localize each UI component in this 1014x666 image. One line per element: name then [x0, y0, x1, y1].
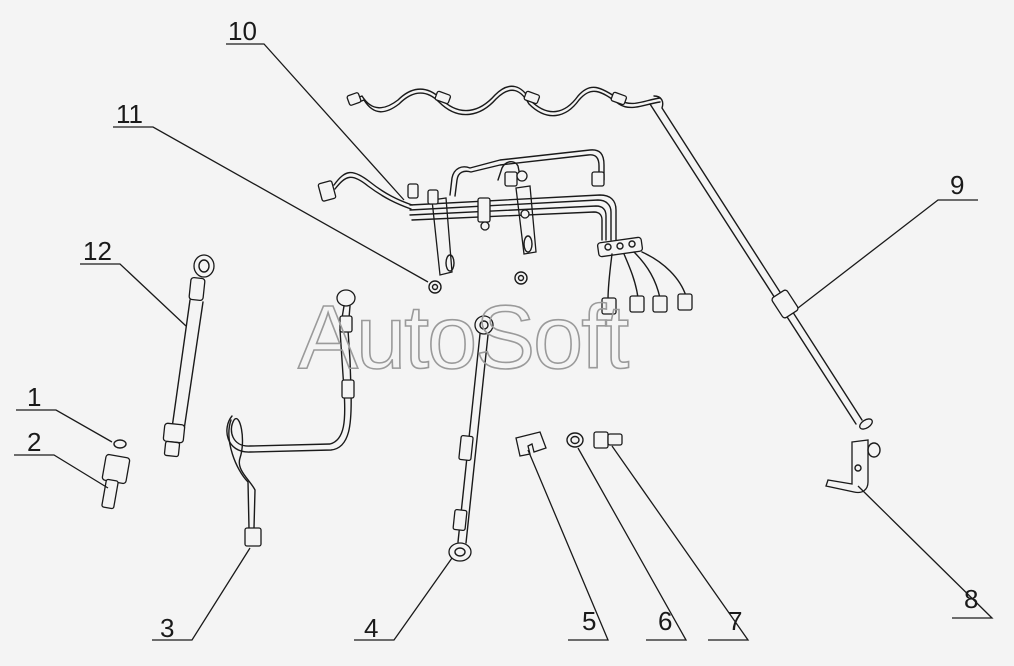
part-11-washer: [428, 280, 442, 294]
callout-6: 6: [658, 606, 672, 636]
part-8-bracket: [825, 439, 881, 494]
callout-2: 2: [27, 427, 41, 457]
part-10-injection-lines: [317, 149, 693, 315]
callout-8: 8: [964, 584, 978, 614]
part-12-hose: [162, 254, 215, 458]
part-9-return-line: [346, 85, 873, 430]
watermark-text: AutoSoft: [298, 288, 629, 388]
callout-12: 12: [83, 236, 112, 266]
part-6-washer: [566, 432, 584, 448]
callout-1: 1: [27, 382, 41, 412]
part-1-seal-ring: [113, 439, 127, 449]
part-2-adapter: [101, 453, 131, 510]
callout-3: 3: [160, 613, 174, 643]
callout-labels: 10 11 12 1 2 3 4 5 6 7 8 9: [27, 16, 978, 643]
callout-10: 10: [228, 16, 257, 46]
part-4-pipe: [448, 315, 494, 562]
callout-4: 4: [364, 613, 378, 643]
callout-7: 7: [728, 606, 742, 636]
part-3-bent-line: [226, 289, 356, 547]
part-5-clip: [515, 431, 547, 457]
callout-11: 11: [116, 99, 143, 129]
leader-lines: [14, 43, 994, 641]
callout-5: 5: [582, 606, 596, 636]
part-7-bolt: [593, 431, 623, 449]
callout-9: 9: [950, 170, 964, 200]
